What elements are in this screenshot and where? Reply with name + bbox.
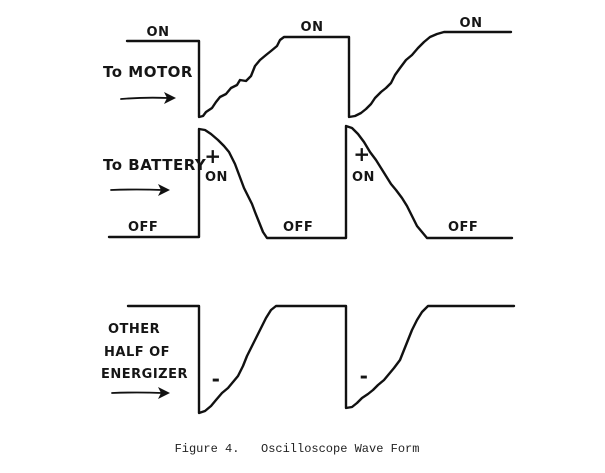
battery-plus-sign-2: +	[353, 142, 370, 166]
energizer-minus-sign-1: -	[212, 367, 221, 391]
battery-off-label-3: OFF	[448, 220, 478, 235]
motor-on-label-2: ON	[301, 20, 324, 35]
motor-trace-group: ON ON ON To MOTOR	[103, 16, 513, 119]
energizer-label-line-3: ENERGIZER	[101, 367, 188, 382]
energizer-trace-group: OTHER HALF OF ENERGIZER - -	[101, 304, 516, 415]
battery-trace-group: To BATTERY + ON + ON OFF OFF OFF	[103, 124, 514, 240]
battery-waveform	[107, 124, 514, 240]
motor-trace-label: To MOTOR	[103, 63, 193, 81]
battery-trace-label: To BATTERY	[103, 156, 207, 174]
battery-on-label-2: ON	[352, 170, 375, 185]
energizer-minus-sign-2: -	[360, 364, 369, 388]
energizer-waveform	[126, 304, 516, 415]
battery-off-label-1: OFF	[128, 220, 158, 235]
energizer-arrow-icon	[111, 387, 170, 399]
battery-plus-sign-1: +	[204, 144, 221, 168]
battery-arrow-icon	[110, 184, 170, 196]
motor-arrow-icon	[120, 92, 176, 104]
motor-waveform	[125, 30, 513, 119]
energizer-label-line-2: HALF OF	[104, 345, 170, 360]
battery-on-label-1: ON	[205, 170, 228, 185]
energizer-label-line-1: OTHER	[108, 322, 160, 337]
battery-off-label-2: OFF	[283, 220, 313, 235]
motor-on-label-3: ON	[460, 16, 483, 31]
motor-on-label-1: ON	[147, 25, 170, 40]
figure-caption: Figure 4. Oscilloscope Wave Form	[175, 442, 420, 456]
